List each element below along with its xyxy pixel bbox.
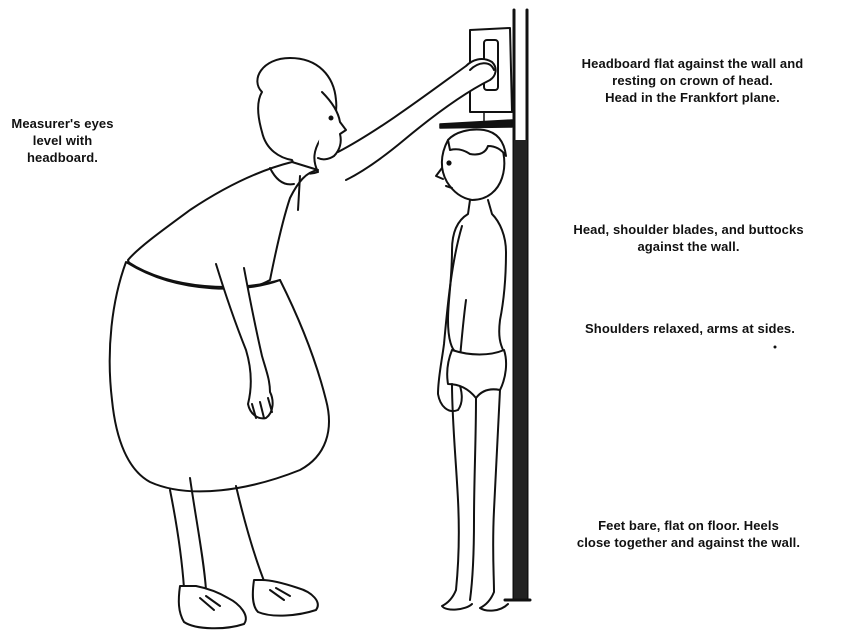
- annotation-line: close together and against the wall.: [532, 534, 845, 551]
- annotation-line: Head in the Frankfort plane.: [540, 89, 845, 106]
- annotation-feet: Feet bare, flat on floor. Heels close to…: [532, 517, 845, 551]
- annotation-headboard: Headboard flat against the wall and rest…: [540, 55, 845, 106]
- child-figure: [436, 129, 508, 610]
- annotation-line: level with: [0, 132, 125, 149]
- annotation-line: Headboard flat against the wall and: [540, 55, 845, 72]
- annotation-line: Shoulders relaxed, arms at sides.: [545, 320, 835, 337]
- annotation-wall-contact: Head, shoulder blades, and buttocks agai…: [532, 221, 845, 255]
- annotation-line: Measurer's eyes: [0, 115, 125, 132]
- measurer-figure: [110, 58, 496, 628]
- annotation-line: headboard.: [0, 149, 125, 166]
- stray-mark: [774, 346, 777, 349]
- annotation-measurer-eyes: Measurer's eyes level with headboard.: [0, 115, 125, 166]
- annotation-line: Head, shoulder blades, and buttocks: [532, 221, 845, 238]
- annotation-line: Feet bare, flat on floor. Heels: [532, 517, 845, 534]
- annotation-line: against the wall.: [532, 238, 845, 255]
- annotation-line: resting on crown of head.: [540, 72, 845, 89]
- annotation-shoulders: Shoulders relaxed, arms at sides.: [545, 320, 835, 337]
